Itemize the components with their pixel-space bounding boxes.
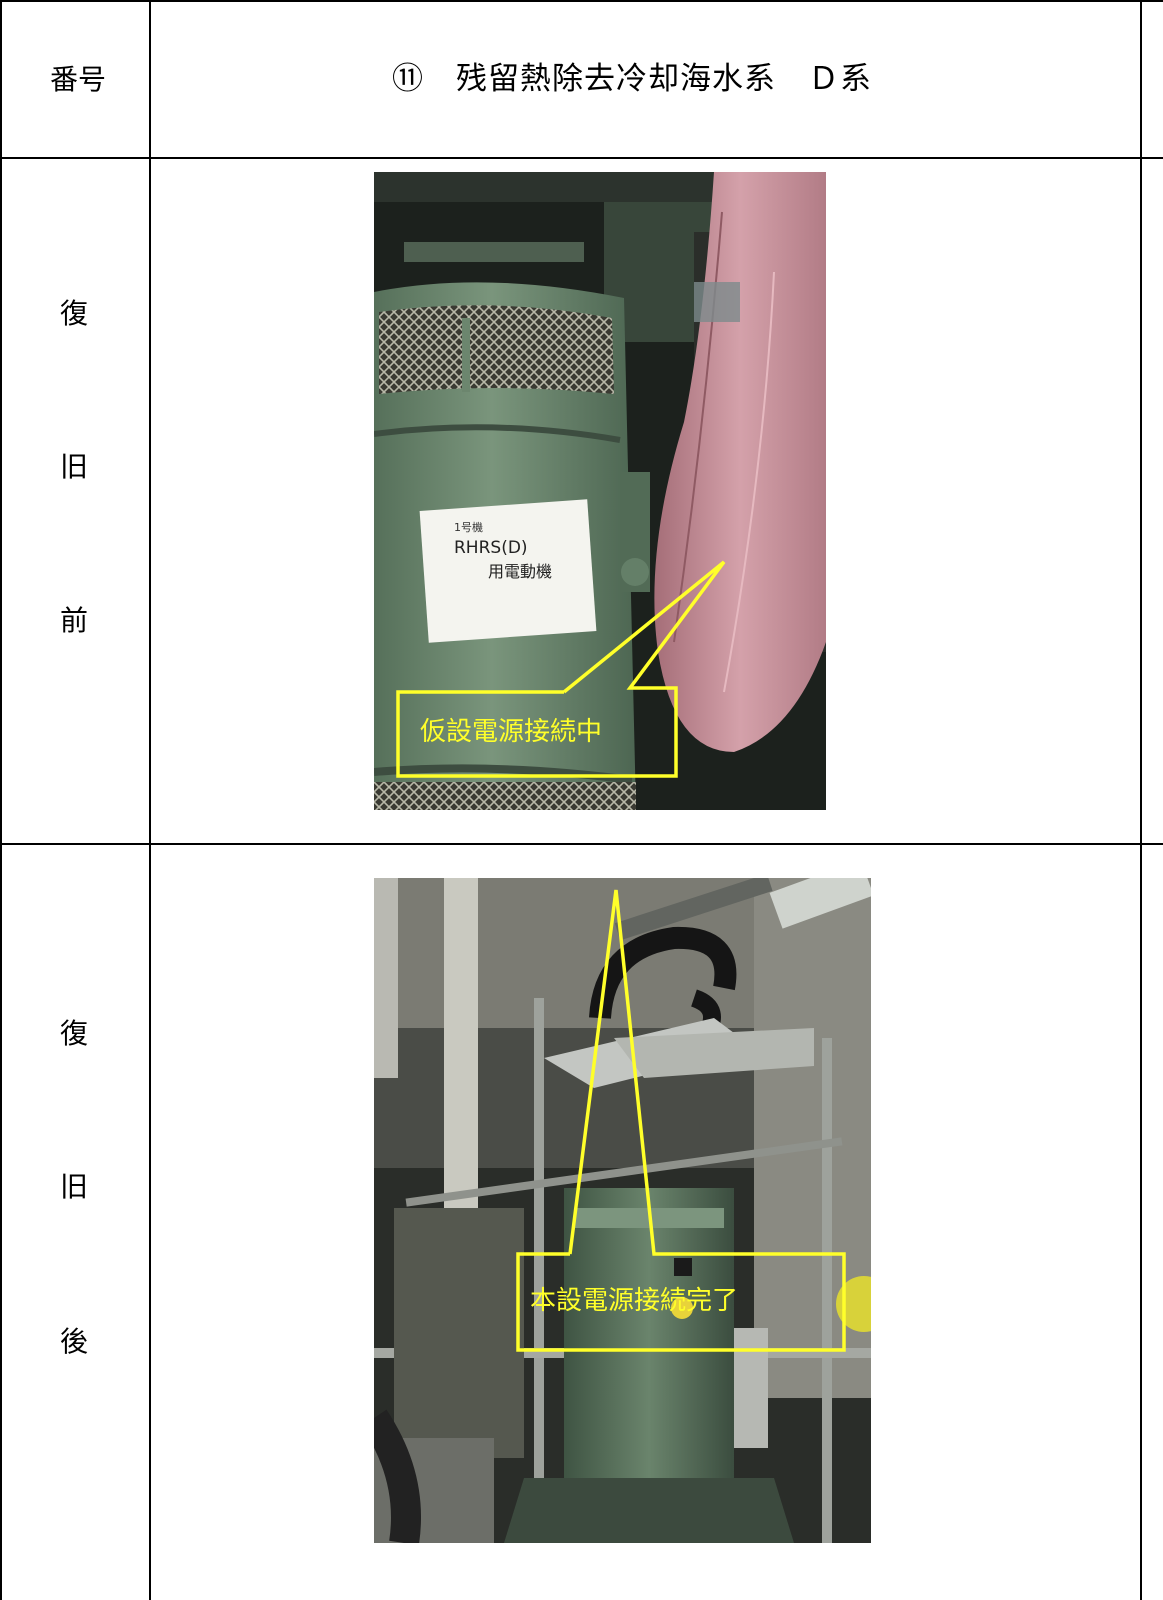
table-border-right [1140, 0, 1142, 1600]
table-border-left [0, 0, 2, 1600]
row1-label-char-3: 前 [59, 604, 88, 637]
callout-permanent-power: 本設電源接続完了 [530, 1286, 739, 1316]
table-border-row1 [0, 843, 1163, 845]
photo-after-restoration: 本設電源接続完了 [374, 878, 871, 1543]
table-border-header [0, 157, 1163, 159]
sticker-line-3: 用電動機 [488, 562, 553, 581]
row2-label-char-2: 旧 [59, 1170, 88, 1203]
photo-before-svg [374, 172, 826, 810]
row2-label-char-1: 復 [59, 1017, 88, 1050]
photo-after-svg [374, 878, 871, 1543]
row2-label-char-3: 後 [59, 1325, 88, 1358]
sticker-line-1: 1号機 [454, 521, 483, 534]
sticker-line-2: RHRS(D) [454, 538, 528, 558]
table-border-column [149, 0, 151, 1600]
number-label: 番号 [50, 63, 107, 96]
row1-label-char-1: 復 [59, 297, 88, 330]
row1-label-char-2: 旧 [59, 450, 88, 483]
table-border-top [0, 0, 1163, 2]
callout-temporary-power: 仮設電源接続中 [420, 717, 603, 747]
page-title: ⑪ 残留熱除去冷却海水系 Ｄ系 [392, 61, 872, 97]
photo-before-restoration: 1号機 RHRS(D) 用電動機 仮設電源接続中 [374, 172, 826, 810]
